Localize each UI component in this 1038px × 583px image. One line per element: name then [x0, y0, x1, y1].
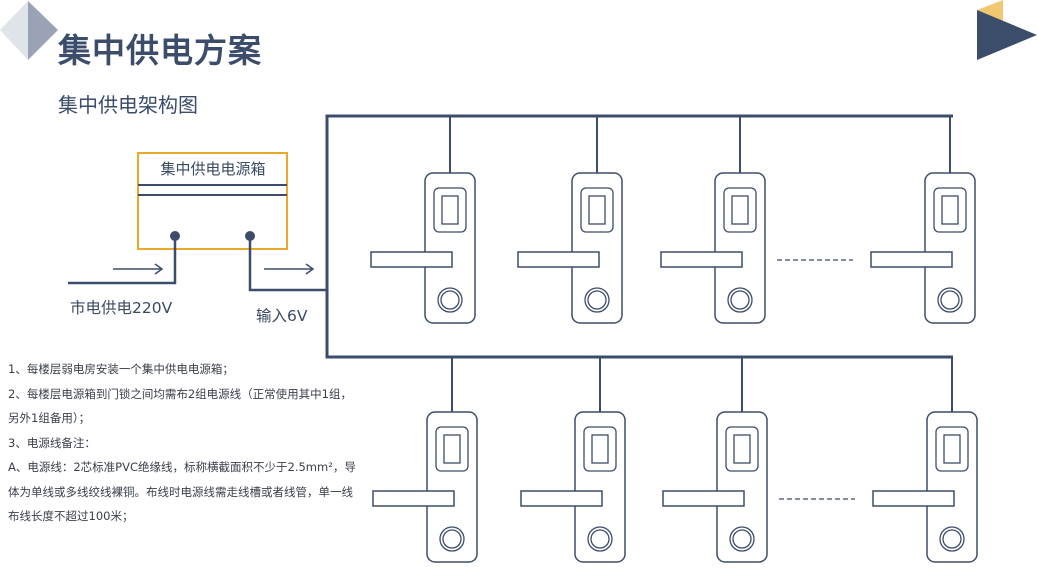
keyhole-inner: [587, 290, 607, 310]
power-box-label: 集中供电电源箱: [160, 160, 266, 178]
door-lock-icon: [660, 117, 766, 324]
lock-handle: [870, 251, 953, 268]
card-reader: [723, 187, 757, 233]
keyhole-outer: [587, 526, 613, 552]
lock-handle: [662, 490, 745, 507]
lock-handle: [372, 490, 455, 507]
note-line: 2、每楼层电源箱到门锁之间均需布2组电源线（正常使用其中1组，: [8, 386, 352, 401]
keyhole-inner: [730, 290, 750, 310]
card-slot: [941, 195, 959, 225]
corner-deco-left-dark: [28, 1, 58, 60]
input-voltage-label: 市电供电220V: [70, 299, 173, 317]
card-reader: [935, 426, 969, 472]
lock-body: [926, 411, 978, 563]
lock-handle: [872, 490, 955, 507]
door-lock-icon: [662, 358, 768, 563]
lock-body: [714, 172, 766, 324]
power-supply-box: [137, 152, 288, 250]
card-reader: [435, 426, 469, 472]
lock-handle: [660, 251, 743, 268]
lock-body: [574, 411, 626, 563]
note-line: 3、电源线备注：: [8, 435, 96, 450]
card-reader: [725, 426, 759, 472]
card-slot: [441, 195, 459, 225]
lock-body: [716, 411, 768, 563]
output-wire: [248, 236, 327, 292]
keyhole-inner: [442, 529, 462, 549]
keyhole-inner: [732, 529, 752, 549]
door-lock-icon: [517, 117, 623, 324]
card-slot: [943, 434, 961, 464]
door-lock-icon: [870, 117, 976, 324]
lock-handle: [370, 251, 453, 268]
door-lock-icon: [520, 358, 626, 563]
card-slot: [443, 434, 461, 464]
notes-list: 1、每楼层弱电房安装一个集中供电电源箱； 2、每楼层电源箱到门锁之间均需布2组电…: [8, 357, 378, 529]
card-reader: [433, 187, 467, 233]
keyhole-outer: [727, 287, 753, 313]
input-arrow: [113, 263, 164, 275]
input-wire: [68, 236, 177, 285]
corner-deco-right-navy: [977, 10, 1037, 60]
lock-handle: [517, 251, 600, 268]
keyhole-outer: [437, 287, 463, 313]
keyhole-inner: [440, 290, 460, 310]
keyhole-inner: [940, 290, 960, 310]
note-line: 1、每楼层弱电房安装一个集中供电电源箱；: [8, 362, 234, 376]
card-slot: [588, 195, 606, 225]
door-lock-icon: [872, 358, 978, 563]
card-slot: [731, 195, 749, 225]
note-line: 体为单线或多线绞线裸铜。布线时电源线需走线槽或者线管，单一线: [8, 484, 353, 499]
lock-body: [426, 411, 478, 563]
card-reader: [933, 187, 967, 233]
keyhole-outer: [439, 526, 465, 552]
keyhole-outer: [584, 287, 610, 313]
corner-deco-left-light: [0, 1, 28, 60]
output-arrow: [264, 263, 315, 275]
door-lock-icon: [372, 358, 478, 563]
keyhole-outer: [937, 287, 963, 313]
page-subtitle: 集中供电架构图: [58, 93, 198, 117]
corner-deco-right-yellow: [977, 0, 1003, 22]
keyhole-inner: [590, 529, 610, 549]
lock-handle: [520, 490, 603, 507]
door-lock-icon: [370, 117, 476, 324]
note-line: 另外1组备用）；: [8, 411, 91, 425]
note-line: 布线长度不超过100米；: [8, 509, 134, 523]
note-line: A、电源线：2芯标准PVC绝缘线，标称横截面积不少于2.5mm²，导: [8, 460, 356, 474]
keyhole-outer: [939, 526, 965, 552]
keyhole-outer: [729, 526, 755, 552]
lock-body: [424, 172, 476, 324]
card-reader: [580, 187, 614, 233]
card-slot: [733, 434, 751, 464]
main-bus: [325, 114, 953, 359]
lock-body: [924, 172, 976, 324]
page-title: 集中供电方案: [58, 31, 262, 70]
output-voltage-label: 输入6V: [256, 307, 308, 325]
lock-body: [571, 172, 623, 324]
card-reader: [583, 426, 617, 472]
keyhole-inner: [942, 529, 962, 549]
card-slot: [591, 434, 609, 464]
